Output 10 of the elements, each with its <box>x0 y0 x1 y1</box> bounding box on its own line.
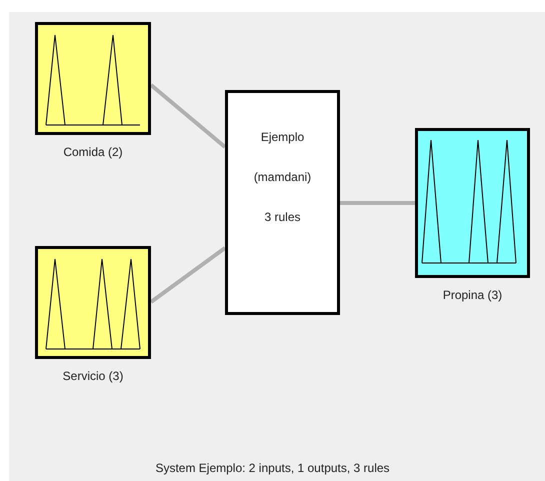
system-text: 3 rules <box>263 210 302 224</box>
variable-label: Propina (3) <box>442 288 504 302</box>
connector-line <box>150 246 226 304</box>
variable-label: Servicio (3) <box>62 369 124 383</box>
connector-line <box>150 83 226 149</box>
system-text: (mamdani) <box>252 170 312 184</box>
variable-label: Comida (2) <box>62 145 124 159</box>
connector-line <box>340 201 415 205</box>
system-text: Ejemplo <box>260 130 306 144</box>
caption: System Ejemplo: 2 inputs, 1 outputs, 3 rules <box>154 461 391 475</box>
